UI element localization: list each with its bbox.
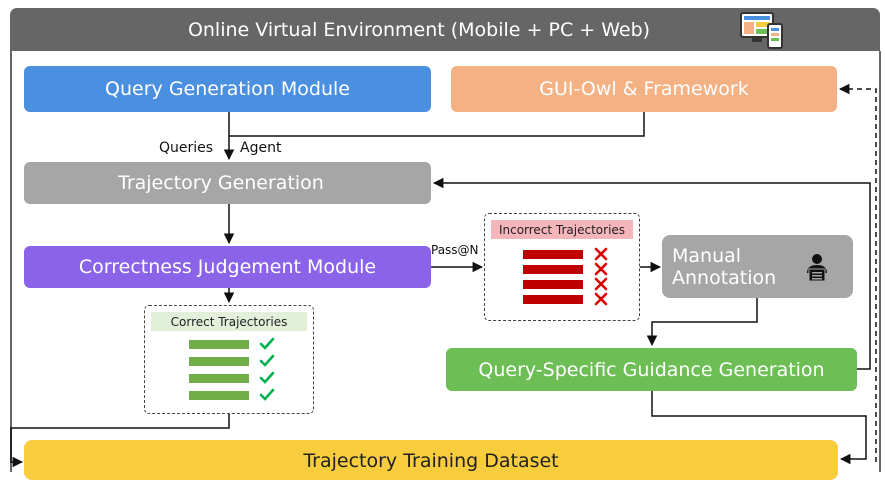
arrow-manual-to-guidance — [646, 298, 758, 347]
query-generation-module: Query Generation Module — [24, 66, 431, 112]
cross-icon — [594, 262, 608, 276]
check-icon — [259, 354, 275, 367]
correct-trajectories-title: Correct Trajectories — [151, 312, 307, 331]
incorrect-trajectory-bar — [523, 280, 583, 289]
correctness-judgement-module: Correctness Judgement Module — [24, 246, 431, 288]
arrow-guidance-to-trajectory — [432, 177, 871, 370]
dashed-arrow-to-gui-owl — [838, 83, 877, 462]
manual-annotation-line-2: Annotation — [672, 266, 777, 289]
correct-trajectories-panel: Correct Trajectories — [144, 305, 314, 414]
cross-icon — [594, 247, 608, 261]
incorrect-trajectory-bar — [523, 250, 583, 259]
incorrect-trajectories-panel: Incorrect Trajectories — [484, 213, 640, 321]
gui-owl-label: GUI-Owl & Framework — [539, 78, 749, 100]
device-screens-icon — [740, 12, 783, 49]
check-icon — [259, 337, 275, 350]
manual-annotation-box: Manual Annotation — [662, 235, 853, 298]
queries-label: Queries — [159, 140, 214, 156]
pass-at-n-label: Pass@N — [431, 243, 479, 257]
manual-annotation-label: Manual Annotation — [672, 245, 776, 289]
cross-icon — [594, 292, 608, 306]
annotator-person-icon — [807, 254, 827, 282]
correct-trajectory-bar — [189, 357, 249, 366]
trajectory-generation-box: Trajectory Generation — [24, 162, 431, 204]
query-specific-guidance-box: Query-Specific Guidance Generation — [446, 348, 857, 391]
incorrect-trajectory-bar — [523, 265, 583, 274]
environment-title: Online Virtual Environment (Mobile + PC … — [187, 18, 651, 41]
training-dataset-label: Trajectory Training Dataset — [303, 450, 559, 472]
arrow-correct-to-dataset — [10, 414, 230, 468]
correctness-judgement-label: Correctness Judgement Module — [78, 256, 377, 278]
arrow-guidance-to-dataset — [651, 391, 867, 465]
gui-owl-framework-box: GUI-Owl & Framework — [451, 66, 837, 112]
check-icon — [259, 388, 275, 401]
correct-trajectory-bar — [189, 374, 249, 383]
agent-label: Agent — [240, 140, 282, 156]
correct-trajectory-bar — [189, 340, 249, 349]
cross-icon — [594, 277, 608, 291]
correct-trajectory-bar — [189, 391, 249, 400]
frame-right-border — [879, 51, 881, 472]
guidance-generation-label: Query-Specific Guidance Generation — [478, 358, 825, 381]
incorrect-trajectories-title: Incorrect Trajectories — [491, 220, 633, 239]
manual-annotation-line-1: Manual — [672, 244, 742, 267]
frame-left-border — [10, 51, 12, 472]
query-generation-label: Query Generation Module — [105, 78, 350, 100]
environment-title-bar: Online Virtual Environment (Mobile + PC … — [10, 8, 880, 51]
line-agent-merge — [229, 112, 645, 137]
incorrect-trajectory-bar — [523, 295, 583, 304]
trajectory-training-dataset-box: Trajectory Training Dataset — [24, 440, 838, 480]
check-icon — [259, 371, 275, 384]
trajectory-generation-label: Trajectory Generation — [118, 172, 324, 194]
